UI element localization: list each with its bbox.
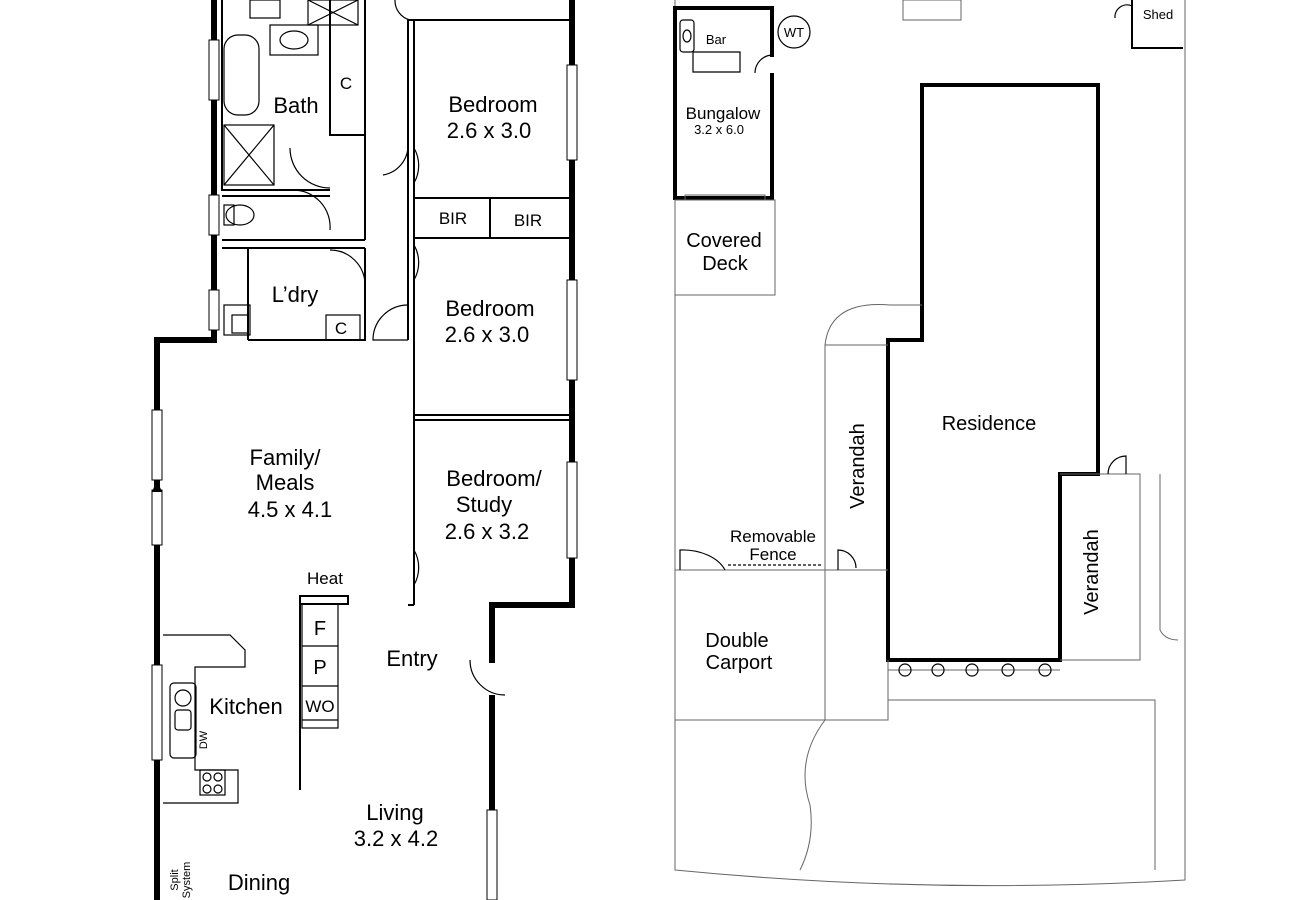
family-size: 4.5 x 4.1 (248, 497, 332, 522)
bath-label: Bath (273, 93, 318, 118)
removable-fence-line1: Removable (730, 527, 816, 546)
verandah-right-label: Verandah (1081, 529, 1103, 615)
split-system-line1: Split (169, 869, 181, 890)
removable-fence-line2: Fence (749, 545, 796, 564)
fridge-label: F (314, 618, 326, 640)
bungalow-size: 3.2 x 6.0 (694, 122, 744, 137)
bedroom1-name: Bedroom (448, 92, 537, 117)
bedroom1-size: 2.6 x 3.0 (447, 118, 531, 143)
kitchen-label: Kitchen (209, 694, 282, 719)
entry-label: Entry (386, 646, 437, 671)
split-system-line2: System (181, 862, 193, 899)
dining-name: Dining (228, 870, 290, 895)
carport-line1: Double (705, 630, 768, 652)
pantry-label: P (313, 657, 326, 679)
heat-label: Heat (307, 569, 343, 588)
site-plan: Bar WT Shed Bungalow 3.2 x 6.0 Covered D… (673, 0, 1186, 887)
living-size: 3.2 x 4.2 (354, 826, 438, 851)
study-size: 2.6 x 3.2 (445, 519, 529, 544)
family-line1: Family/ (250, 445, 322, 470)
shed-label: Shed (1143, 7, 1173, 22)
residence-label: Residence (942, 413, 1037, 435)
interior-walls (157, 0, 572, 606)
family-line2: Meals (256, 470, 315, 495)
bungalow-name: Bungalow (686, 104, 761, 123)
bar-label: Bar (706, 32, 727, 47)
bir1-label: BIR (439, 209, 467, 228)
covered-deck-line2: Deck (702, 253, 749, 275)
verandah-left-label: Verandah (847, 423, 869, 509)
covered-deck-line1: Covered (686, 230, 762, 252)
study-line1: Bedroom/ (446, 466, 542, 491)
laundry-label: L’dry (272, 282, 318, 307)
bir2-label: BIR (514, 211, 542, 230)
wall-oven-label: WO (305, 697, 334, 716)
carport-line2: Carport (706, 652, 773, 674)
floor-plan: Bath C Bedroom 2.6 x 3.0 BIR BIR L’dry C… (151, 0, 578, 900)
study-line2: Study (456, 492, 512, 517)
living-name: Living (366, 800, 423, 825)
exterior-wall-laundry (154, 245, 217, 900)
laundry-cupboard-label: C (335, 319, 347, 338)
bedroom2-name: Bedroom (445, 296, 534, 321)
bedroom2-size: 2.6 x 3.0 (445, 322, 529, 347)
bath-cupboard-label: C (340, 74, 352, 93)
dishwasher-label: DW (198, 730, 210, 749)
water-tank-label: WT (784, 25, 804, 40)
